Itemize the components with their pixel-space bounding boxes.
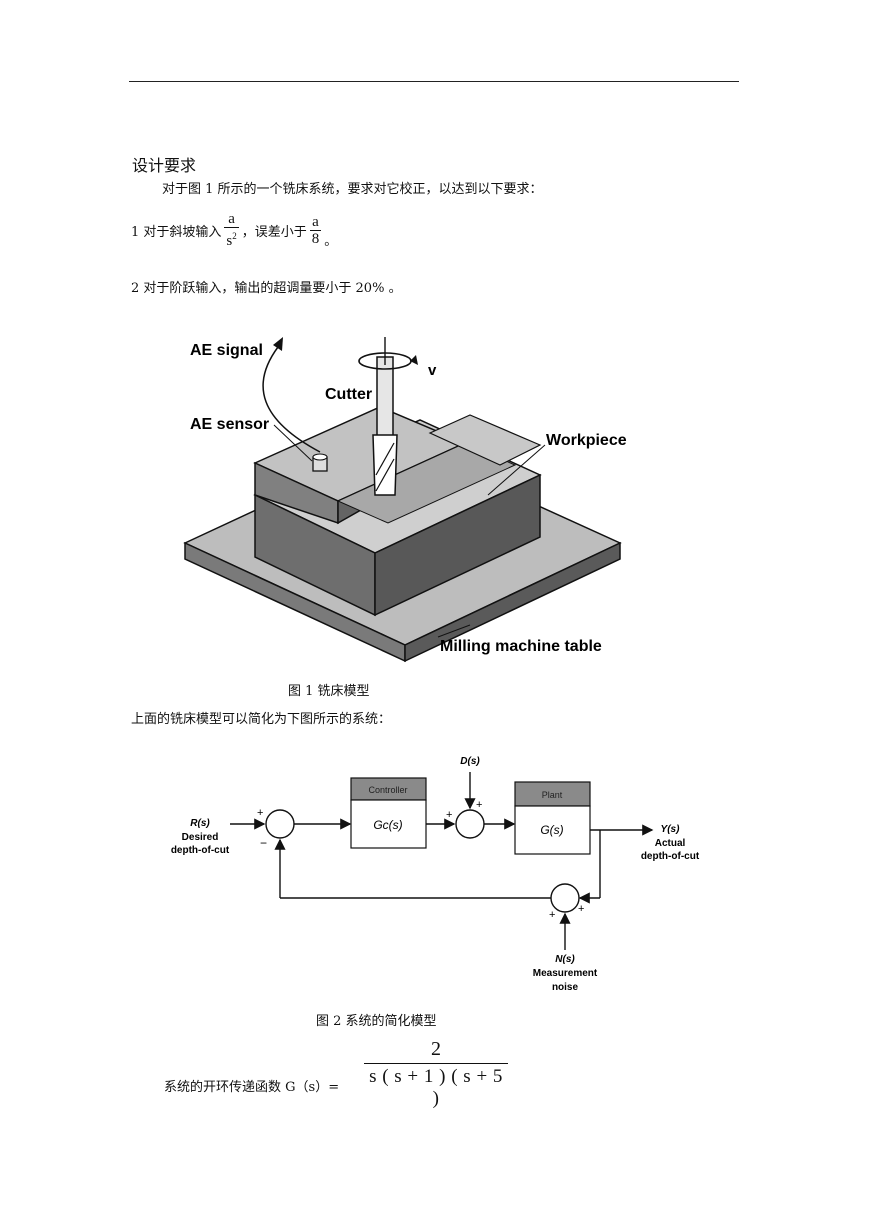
disturbance-label: D(s) bbox=[460, 756, 480, 767]
summing-junction-1 bbox=[265, 809, 295, 839]
svg-text:+: + bbox=[257, 807, 263, 819]
transfer-function-fraction: 2 s ( s + 1 ) ( s + 5 ) bbox=[364, 1038, 508, 1110]
noise-label: N(s) bbox=[555, 954, 575, 965]
ramp-denominator: s2 bbox=[226, 231, 237, 249]
block-diagram-figure: + − Controller Gc(s) + + D(s) Plant G(s)… bbox=[171, 756, 700, 993]
transfer-function-label: 系统的开环传递函数 G（s）= bbox=[164, 1080, 340, 1095]
summing-junction-2 bbox=[455, 809, 485, 839]
input-label: R(s) bbox=[190, 818, 210, 829]
figure1-caption: 图 1 铣床模型 bbox=[288, 684, 370, 699]
requirement-2: 2 对于阶跃输入，输出的超调量要小于 20% 。 bbox=[131, 281, 402, 296]
requirement-1: 1 对于斜坡输入 a s2 ，误差小于 a 8 。 bbox=[131, 211, 337, 249]
controller-label: Controller bbox=[368, 785, 407, 795]
label-cutter: Cutter bbox=[325, 386, 372, 403]
transfer-numerator: 2 bbox=[431, 1038, 441, 1060]
controller-block bbox=[350, 799, 427, 849]
label-v: v bbox=[428, 362, 437, 379]
simplification-paragraph: 上面的铣床模型可以简化为下图所示的系统： bbox=[131, 712, 392, 727]
transfer-denominator: s ( s + 1 ) ( s + 5 ) bbox=[369, 1066, 503, 1109]
ramp-fraction: a s2 bbox=[224, 211, 239, 249]
svg-text:+: + bbox=[476, 799, 482, 811]
plant-label: Plant bbox=[542, 790, 563, 800]
svg-text:+: + bbox=[578, 903, 584, 915]
input-desc-2: depth-of-cut bbox=[171, 845, 230, 856]
g-label: G(s) bbox=[540, 823, 563, 837]
label-table: Milling machine table bbox=[440, 638, 602, 655]
label-ae-sensor: AE sensor bbox=[190, 416, 269, 433]
error-fraction: a 8 bbox=[309, 213, 322, 247]
plant-header bbox=[514, 781, 591, 807]
header-rule bbox=[129, 81, 739, 82]
summing-junction-3 bbox=[550, 883, 580, 913]
error-denominator: 8 bbox=[311, 230, 320, 247]
svg-text:+: + bbox=[549, 909, 555, 921]
intro-paragraph: 对于图 1 所示的一个铣床系统，要求对它校正，以达到以下要求： bbox=[162, 182, 543, 197]
req1-prefix: 1 对于斜坡输入 bbox=[131, 224, 222, 240]
output-desc-1: Actual bbox=[655, 838, 686, 849]
error-numerator: a bbox=[312, 213, 319, 230]
output-label: Y(s) bbox=[661, 824, 681, 835]
svg-text:−: − bbox=[260, 836, 267, 850]
ramp-numerator: a bbox=[228, 211, 235, 227]
svg-text:+: + bbox=[446, 809, 452, 821]
req1-end: 。 bbox=[324, 233, 338, 249]
label-ae-signal: AE signal bbox=[190, 342, 263, 359]
noise-desc-2: noise bbox=[552, 982, 579, 993]
milling-machine-figure: AE signal Cutter v AE sensor Workpiece M… bbox=[183, 337, 627, 663]
label-workpiece: Workpiece bbox=[546, 432, 627, 449]
req1-middle: ，误差小于 bbox=[241, 224, 307, 240]
section-heading: 设计要求 bbox=[132, 156, 197, 175]
figure2-caption: 图 2 系统的简化模型 bbox=[316, 1014, 437, 1029]
gc-label: Gc(s) bbox=[373, 818, 402, 832]
input-desc-1: Desired bbox=[182, 832, 219, 843]
output-desc-2: depth-of-cut bbox=[641, 851, 700, 862]
noise-desc-1: Measurement bbox=[533, 968, 598, 979]
